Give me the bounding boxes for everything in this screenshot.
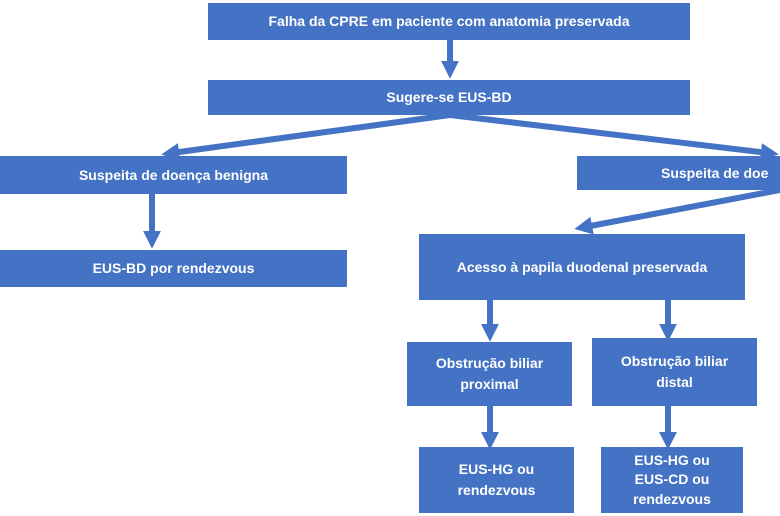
node-proximal-line-2: proximal: [460, 376, 519, 392]
node-distal-options-line-3: rendezvous: [633, 490, 711, 507]
node-distal-options-text: EUS-HG ou EUS-CD ou rendezvous: [633, 451, 711, 510]
node-distal: Obstrução biliar distal: [592, 338, 757, 406]
node-malignant-label: Suspeita de doe: [661, 164, 769, 181]
node-distal-options-line-1: EUS-HG ou: [634, 451, 710, 468]
node-malignant: Suspeita de doe: [577, 156, 780, 190]
node-distal-text: Obstrução biliar distal: [621, 351, 728, 393]
node-papilla-label: Acesso à papila duodenal preservada: [456, 258, 708, 275]
node-suggest: Sugere-se EUS-BD: [208, 80, 690, 115]
node-distal-line-1: Obstrução biliar: [620, 353, 729, 369]
node-benign-label: Suspeita de doença benigna: [78, 166, 269, 183]
node-proximal-text: Obstrução biliar proximal: [436, 353, 543, 395]
node-proximal-options-line-1: EUS-HG ou: [458, 461, 535, 477]
node-root-label: Falha da CPRE em paciente com anatomia p…: [268, 13, 630, 29]
node-benign: Suspeita de doença benigna: [0, 156, 347, 194]
node-papilla: Acesso à papila duodenal preservada: [419, 234, 745, 300]
node-proximal-options: EUS-HG ou rendezvous: [419, 447, 574, 513]
node-distal-options: EUS-HG ou EUS-CD ou rendezvous: [601, 447, 743, 513]
node-distal-options-line-2: EUS-CD ou: [634, 471, 710, 488]
node-suggest-label: Sugere-se EUS-BD: [386, 89, 512, 105]
arrow-suggest-to-malignant: [449, 112, 779, 162]
node-rendezvous-label: EUS-BD por rendezvous: [92, 260, 255, 276]
node-proximal-line-1: Obstrução biliar: [435, 355, 544, 371]
node-proximal-options-line-2: rendezvous: [457, 482, 536, 498]
node-proximal-options-text: EUS-HG ou rendezvous: [458, 459, 536, 501]
node-distal-line-2: distal: [656, 374, 693, 390]
arrow-malignant-to-papilla: [574, 187, 780, 235]
node-rendezvous: EUS-BD por rendezvous: [0, 250, 347, 287]
arrow-suggest-to-benign: [161, 112, 451, 161]
node-proximal: Obstrução biliar proximal: [407, 342, 572, 406]
node-root: Falha da CPRE em paciente com anatomia p…: [208, 3, 690, 40]
